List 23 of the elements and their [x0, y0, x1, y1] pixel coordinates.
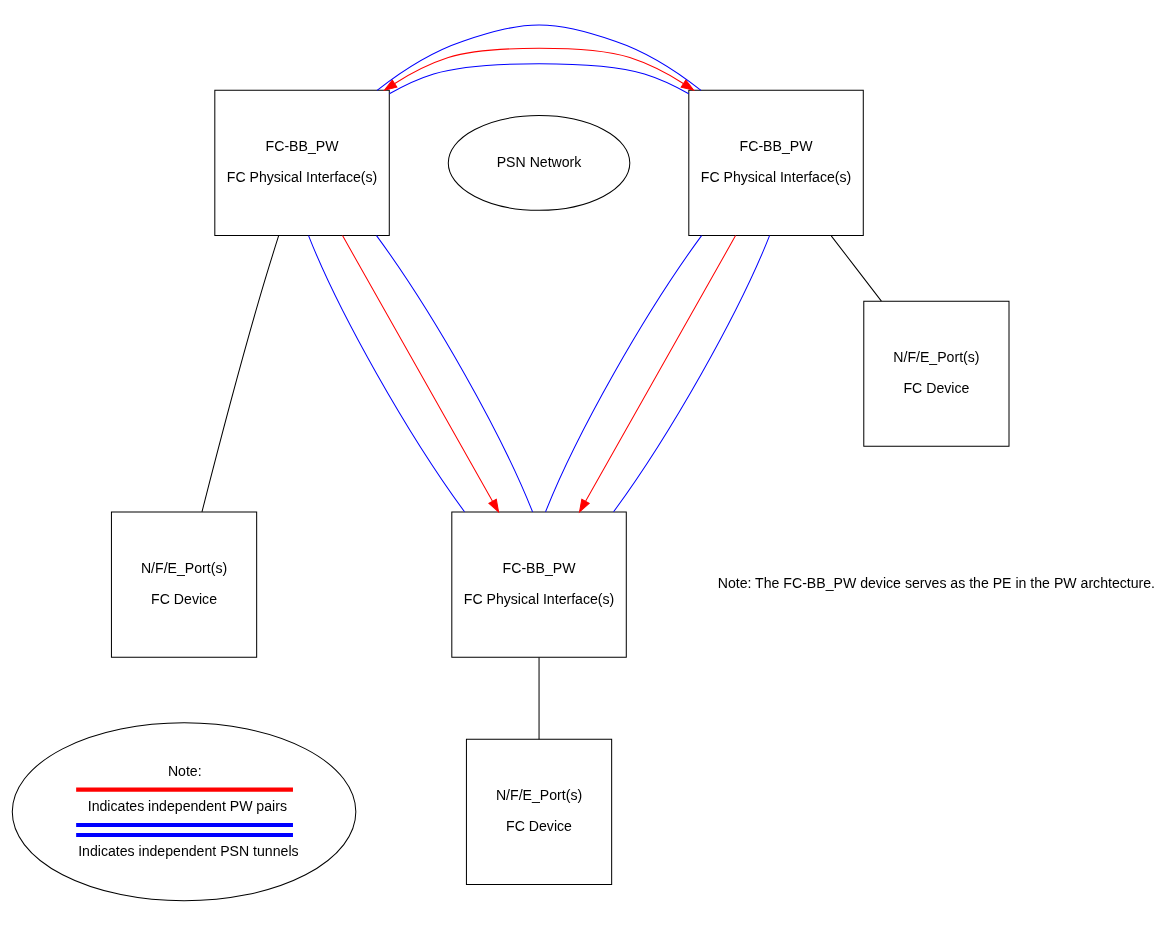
node-box: FC-BB_PW FC Physical Interface(s)	[214, 89, 390, 237]
connector	[201, 235, 280, 513]
node-box: N/F/E_Port(s) FC Device	[863, 300, 1010, 447]
node-box: FC-BB_PW FC Physical Interface(s)	[451, 511, 627, 658]
node-ellipse: PSN Network	[447, 115, 631, 211]
node-box: N/F/E_Port(s) FC Device	[465, 738, 613, 885]
arrow	[578, 235, 737, 514]
label: Note:	[167, 762, 202, 779]
connector	[376, 235, 534, 513]
connector	[613, 235, 771, 513]
connector	[545, 235, 703, 513]
legend-label: Indicates independent PSN tunnels	[78, 843, 299, 860]
arrow	[383, 47, 695, 92]
label: Note: The FC-BB_PW device serves as the PE in the PW archtecture.	[717, 575, 1156, 592]
connector	[830, 235, 882, 302]
legend-label: Indicates independent PW pairs	[87, 798, 287, 815]
node-box: FC-BB_PW FC Physical Interface(s)	[688, 89, 864, 237]
connector	[376, 24, 702, 91]
connector	[388, 63, 690, 95]
connector	[308, 235, 466, 513]
arrow	[342, 235, 500, 514]
connector	[538, 656, 540, 740]
node-box: N/F/E_Port(s) FC Device	[110, 511, 258, 658]
